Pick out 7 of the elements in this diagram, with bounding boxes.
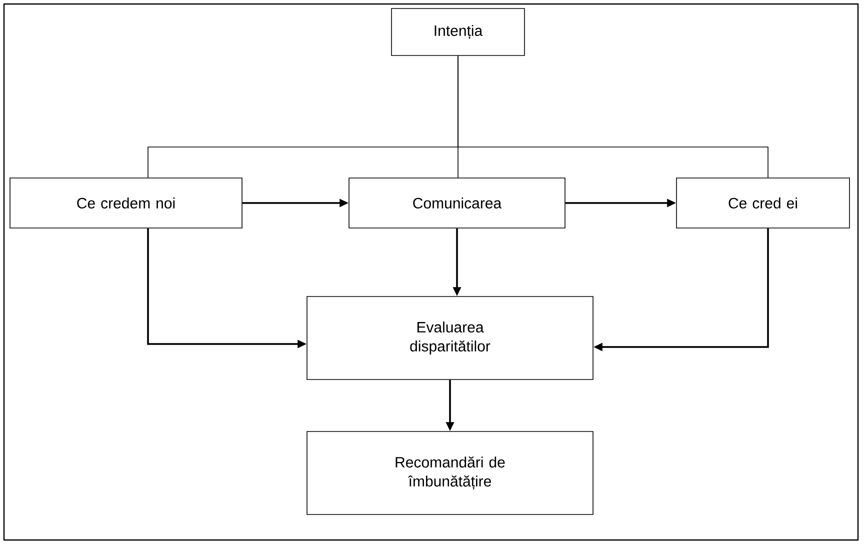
process-box: Ce credem noi <box>10 178 242 228</box>
process-box: Evaluarea disparitătilor <box>306 296 594 380</box>
connector-line <box>458 56 768 178</box>
process-box: Recomandări de îmbunătățire <box>306 431 594 515</box>
process-box: Comunicarea <box>348 178 566 228</box>
process-box: Ce cred ei <box>676 178 850 228</box>
process-box: Intenția <box>391 8 525 56</box>
